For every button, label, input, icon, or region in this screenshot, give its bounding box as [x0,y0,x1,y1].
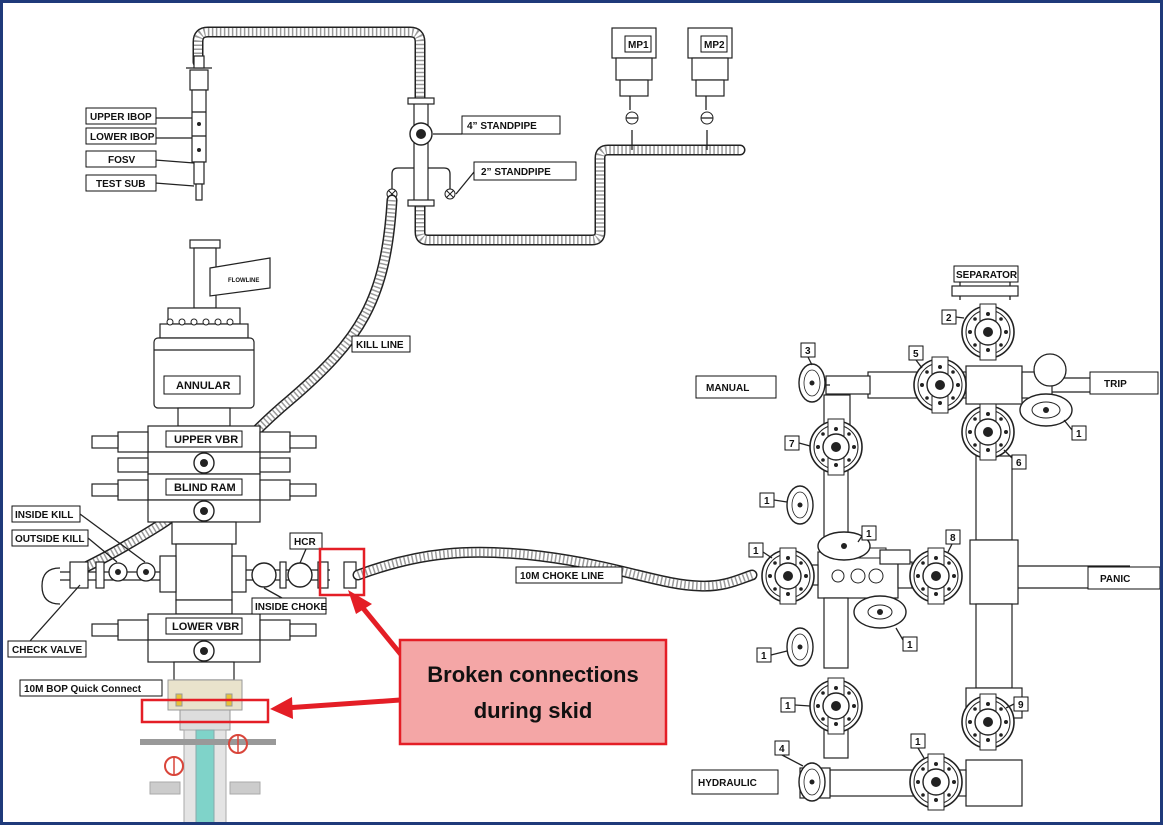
valve-num-1b: 1 [764,496,770,507]
hcr-label: HCR [294,537,316,548]
mp1-box [624,35,652,53]
check-valve-label: CHECK VALVE [12,645,83,656]
annular-label: ANNULAR [176,380,230,392]
valve-num-1f: 1 [915,737,921,748]
top-drive-valve-stack [154,55,212,201]
standpipe-4-label: 4” STANDPIPE [467,121,537,132]
blind-ram-label: BLIND RAM [174,482,236,494]
outside-kill-label: OUTSIDE KILL [15,534,84,545]
hydraulic-box [691,769,779,795]
valve-num-3: 3 [805,346,811,357]
kill-line-label: KILL LINE [356,340,404,351]
lower-ibop-label: LOWER IBOP [90,132,155,143]
trip-label: TRIP [1104,379,1127,390]
upper-ibop-box [85,107,157,125]
upper-vbr-box [165,430,243,448]
flowline-label: FLOWLINE [228,278,259,284]
mp2-label: MP2 [704,40,725,51]
callout-line-1: Broken connections [427,662,638,687]
inside-kill-label: INSIDE KILL [15,510,73,521]
hydraulic-label: HYDRAULIC [698,778,757,789]
quick-connect-label: 10M BOP Quick Connect [24,684,142,695]
test-sub-label: TEST SUB [96,179,145,190]
valve-num-1-trip: 1 [1076,429,1082,440]
mp1-label: MP1 [628,40,649,51]
hydraulic-choke-wheel[interactable] [798,762,826,802]
valve-num-1d: 1 [761,651,767,662]
manifold-valve-5[interactable] [913,356,967,414]
broken-connection-highlights [140,547,366,724]
standpipe-manifold [386,97,475,207]
valve-number-tags: 3 5 2 1 7 6 1 1 8 1 1 1 1 9 4 1 [748,309,1087,767]
test-sub-box [85,174,157,192]
manifold-valve-9[interactable] [961,693,1015,751]
choke-1-lower[interactable] [853,595,907,629]
choke-1c[interactable] [817,531,871,561]
manual-box [695,375,777,399]
lower-ibop-box [85,127,157,145]
lower-vbr-label: LOWER VBR [172,621,239,633]
standpipe-section: UPPER IBOP LOWER IBOP FOSV TEST SUB 4” S… [85,26,746,246]
manifold-valve-7[interactable] [809,418,863,476]
fosv-box [85,150,157,168]
hcr-connection-highlight [318,547,366,597]
manifold-valve-1e[interactable] [809,677,863,735]
inside-choke-box [251,597,327,615]
choke-line-label: 10M CHOKE LINE [520,571,604,582]
valve-num-6: 6 [1016,458,1022,469]
inside-choke-label: INSIDE CHOKE [255,602,328,613]
panic-label: PANIC [1100,574,1130,585]
annular-bolts [166,318,234,326]
valve-num-7: 7 [789,439,795,450]
kill-line-box [351,335,411,353]
annular-box [163,375,241,395]
valve-num-5: 5 [913,349,919,360]
separator-label: SEPARATOR [956,270,1018,281]
upper-vbr-label: UPPER VBR [174,434,238,446]
standpipe-2-label: 2” STANDPIPE [481,167,551,178]
standpipe-4-box [461,115,561,135]
valve-num-1e: 1 [785,701,791,712]
rotary-hose [192,26,426,108]
quick-connect-highlight [140,698,270,724]
valve-num-9: 9 [1018,700,1024,711]
manifold-valve-1f[interactable] [909,753,963,811]
quick-connect-box [19,679,163,697]
mud-pump-line [414,144,746,246]
mud-pump-2 [687,27,733,125]
blind-ram-box [165,478,243,496]
manifold-valve-2[interactable] [961,303,1015,361]
valve-num-8: 8 [950,533,956,544]
choke-line-box [515,566,623,584]
choke-line-hose [352,546,758,592]
manual-choke-wheel[interactable] [798,363,826,403]
manifold-wheel-1b[interactable] [786,485,814,525]
trip-choke[interactable] [1019,353,1073,427]
trip-box [1089,371,1159,395]
valve-num-1c: 1 [866,529,872,540]
upper-ibop-label: UPPER IBOP [90,112,152,123]
fosv-label: FOSV [108,155,136,166]
valve-num-4: 4 [779,744,785,755]
manifold-wheel-1d[interactable] [786,627,814,667]
callout-line-2: during skid [474,698,593,723]
callout-box [398,638,668,746]
valve-num-1-lower-choke: 1 [907,640,913,651]
check-valve-box [7,640,87,658]
valve-num-2: 2 [946,313,952,324]
mp2-box [700,35,728,53]
manifold-valve-8[interactable] [909,547,963,605]
choke-manifold [769,280,1130,807]
manual-label: MANUAL [706,383,749,394]
standpipe-2-box [473,161,577,181]
separator-box [953,265,1019,283]
valve-num-1a: 1 [753,546,759,557]
lower-vbr-box [165,617,243,635]
